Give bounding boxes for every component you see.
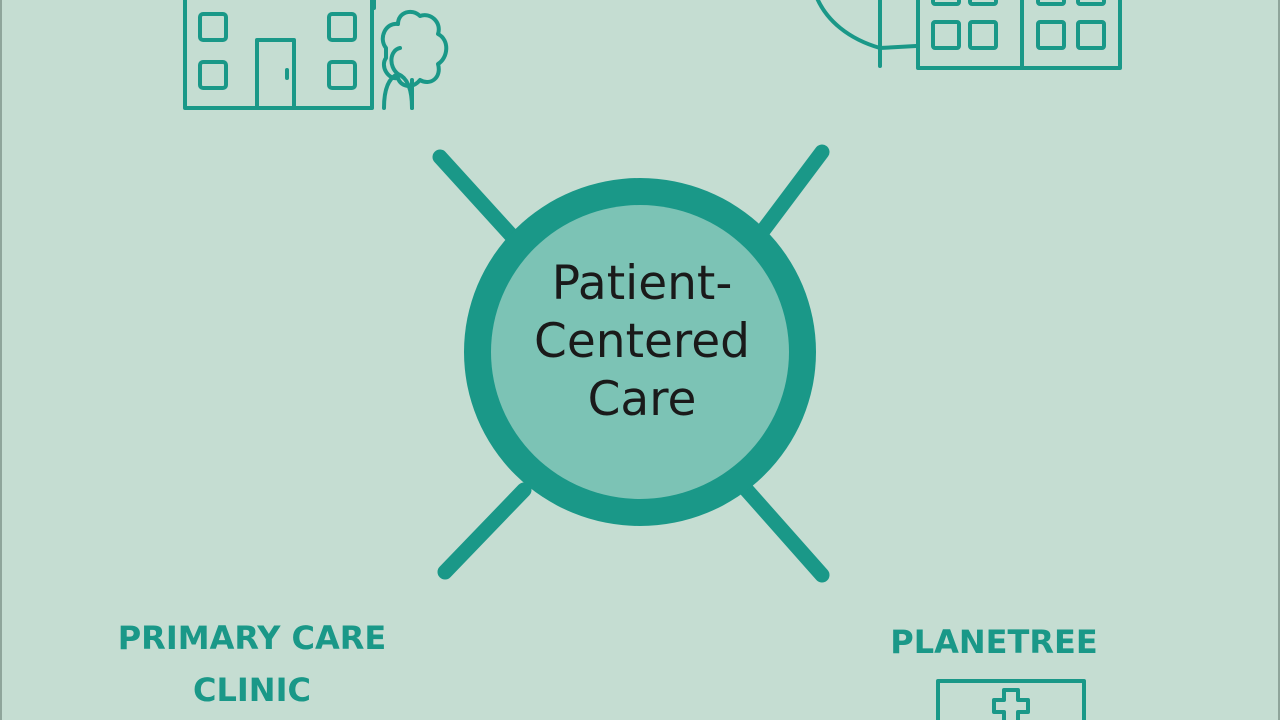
tree-icon [380,9,449,88]
center-label-line1: Patient- [551,256,733,311]
medical-cross-sign-icon [936,679,1086,720]
primary-label-line2: CLINIC [193,671,311,709]
center-hub-label: Patient- Centered Care [492,255,792,429]
connector-bottom-right [736,479,830,583]
person-icon [372,0,414,110]
connector-top-right [754,144,830,240]
planetree-label: PLANETREE [890,623,1098,661]
primary-care-clinic-label: PRIMARY CARE CLINIC [102,612,402,716]
hospital-building-icon [815,0,1122,70]
hub-inner-circle [491,205,789,499]
center-label-line3: Care [587,372,697,427]
connector-lines [432,144,830,583]
connector-top-left [432,149,528,253]
central-hub [464,178,816,526]
primary-label-line1: PRIMARY CARE [117,619,387,657]
clinic-building-icon [183,0,449,110]
connector-bottom-left [437,482,532,580]
center-label-line2: Centered [534,314,750,369]
